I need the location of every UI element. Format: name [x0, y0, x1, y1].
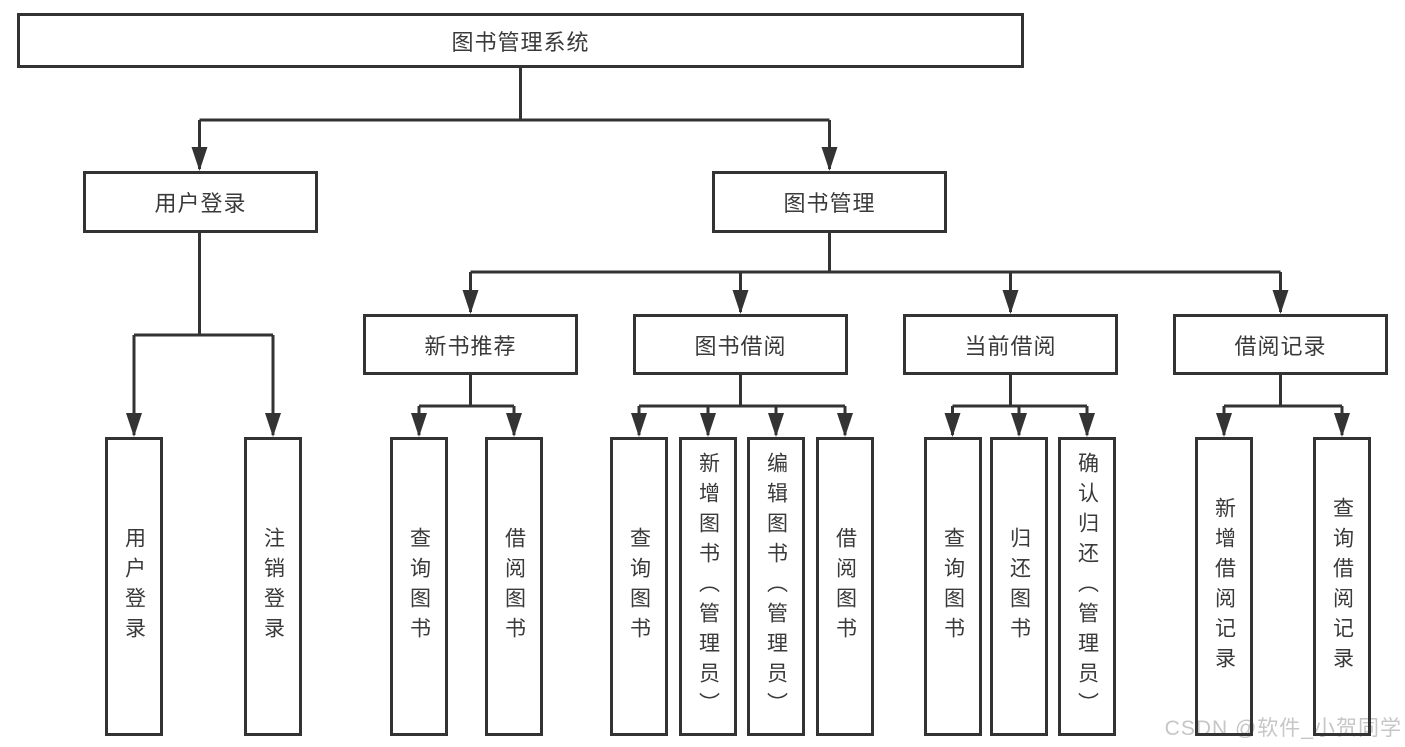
node-book-management: 图书管理: [712, 171, 947, 233]
leaf-records-query-record: 查询借阅记录: [1313, 437, 1371, 736]
leaf-borrow-add-books-admin: 新增图书（管理员）: [679, 437, 737, 736]
node-label: 归还图书: [1007, 526, 1031, 647]
leaf-borrow-query-books: 查询图书: [610, 437, 668, 736]
node-label: 借阅图书: [833, 526, 857, 647]
leaf-newrec-query-books: 查询图书: [390, 437, 448, 736]
leaf-borrow-edit-books-admin: 编辑图书（管理员）: [747, 437, 805, 736]
node-current-borrowing: 当前借阅: [903, 314, 1118, 375]
node-new-book-recommend: 新书推荐: [363, 314, 578, 375]
node-library-system: 图书管理系统: [17, 13, 1024, 68]
node-user-login: 用户登录: [83, 171, 318, 233]
node-label: 新增借阅记录: [1212, 496, 1236, 677]
leaf-records-add-record: 新增借阅记录: [1195, 437, 1253, 736]
node-book-borrowing: 图书借阅: [633, 314, 848, 375]
node-label: 确认归还（管理员）: [1075, 451, 1099, 722]
leaf-current-return-books: 归还图书: [990, 437, 1048, 736]
node-borrowing-records: 借阅记录: [1173, 314, 1388, 375]
node-label: 当前借阅: [964, 333, 1057, 359]
node-label: 用户登录: [122, 526, 146, 647]
node-label: 图书管理: [783, 191, 876, 216]
node-label: 查询图书: [407, 526, 431, 647]
edge-book-management-to-children: [462, 233, 1289, 314]
edge-new-book-recommend-to-children: [411, 375, 522, 437]
node-label: 借阅图书: [502, 526, 526, 647]
node-label: 注销登录: [261, 526, 285, 647]
node-label: 编辑图书（管理员）: [764, 451, 788, 722]
node-label: 新书推荐: [424, 333, 517, 359]
edge-current-borrowing-to-children: [944, 375, 1095, 437]
node-label: 查询图书: [941, 526, 965, 647]
leaf-user-login: 用户登录: [105, 437, 163, 736]
leaf-current-confirm-return-admin: 确认归还（管理员）: [1058, 437, 1116, 736]
node-label: 用户登录: [154, 191, 247, 216]
leaf-logout: 注销登录: [244, 437, 302, 736]
node-label: 新增图书（管理员）: [696, 451, 720, 722]
leaf-borrow-borrow-books: 借阅图书: [816, 437, 874, 736]
node-label: 查询借阅记录: [1330, 496, 1354, 677]
node-label: 图书管理系统: [451, 29, 590, 55]
edge-root-to-children: [191, 68, 838, 171]
node-label: 借阅记录: [1234, 333, 1327, 359]
leaf-newrec-borrow-books: 借阅图书: [485, 437, 543, 736]
edge-borrowing-records-to-children: [1216, 375, 1350, 437]
edge-book-borrowing-to-children: [631, 375, 853, 437]
node-label: 查询图书: [627, 526, 651, 647]
edge-user-login-to-children: [126, 233, 281, 437]
node-label: 图书借阅: [694, 333, 787, 359]
leaf-current-query-books: 查询图书: [924, 437, 982, 736]
